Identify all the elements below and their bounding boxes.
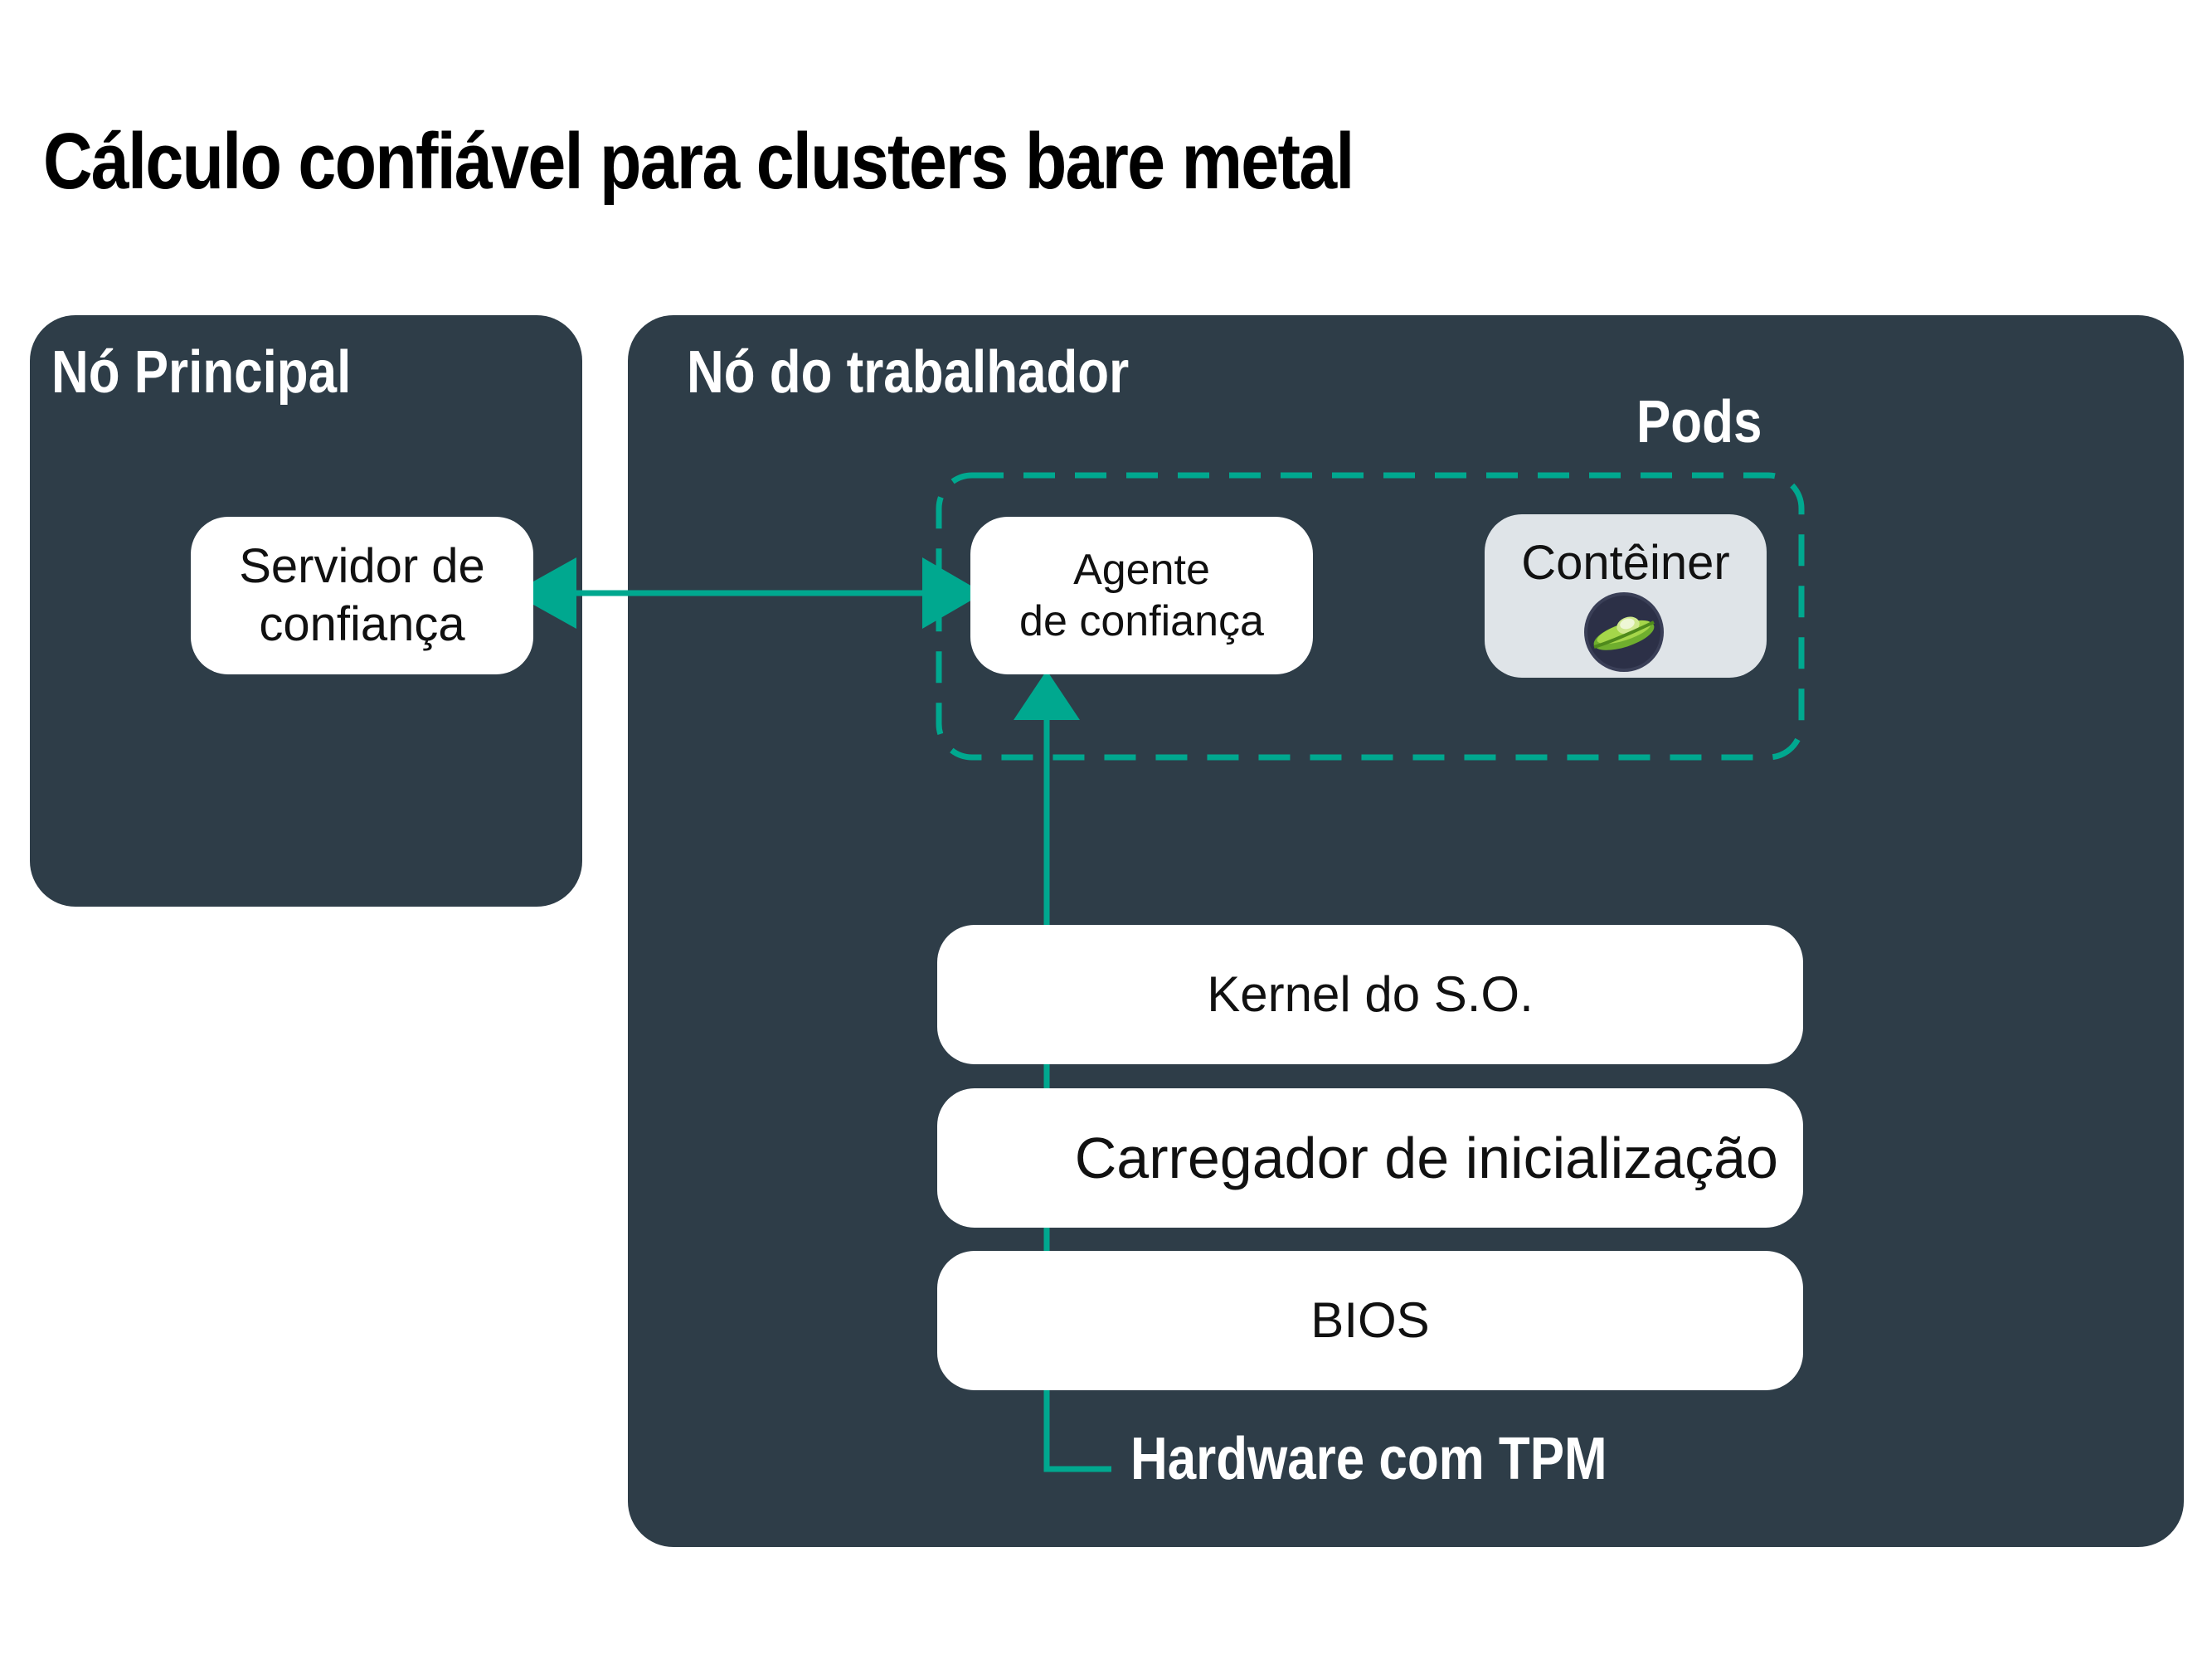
hardware-tpm-label: Hardware com TPM bbox=[1130, 1426, 1607, 1492]
bootloader-layer: Carregador de inicialização bbox=[937, 1088, 1803, 1228]
trust-server-box: Servidor de confiança bbox=[191, 517, 533, 674]
trust-server-line2: confiança bbox=[259, 597, 465, 651]
bios-label: BIOS bbox=[1310, 1292, 1430, 1348]
bootloader-label: Carregador de inicialização bbox=[1074, 1126, 1778, 1190]
trust-agent-line1: Agente bbox=[1073, 545, 1210, 594]
container-label: Contêiner bbox=[1521, 536, 1730, 590]
container-runtime-icon bbox=[1584, 592, 1664, 672]
trust-agent-box: Agente de confiança bbox=[970, 517, 1313, 674]
pods-label: Pods bbox=[1636, 389, 1762, 455]
os-kernel-layer: Kernel do S.O. bbox=[937, 925, 1803, 1064]
main-node-label: Nó Principal bbox=[51, 339, 352, 406]
trust-agent-line2: de confiança bbox=[1019, 597, 1264, 645]
diagram-title: Cálculo confiável para clusters bare met… bbox=[43, 117, 1354, 206]
worker-node-label: Nó do trabalhador bbox=[687, 339, 1130, 406]
os-kernel-label: Kernel do S.O. bbox=[1207, 966, 1534, 1022]
trust-server-line1: Servidor de bbox=[239, 539, 485, 594]
container-box: Contêiner bbox=[1485, 514, 1767, 678]
bios-layer: BIOS bbox=[937, 1251, 1803, 1390]
